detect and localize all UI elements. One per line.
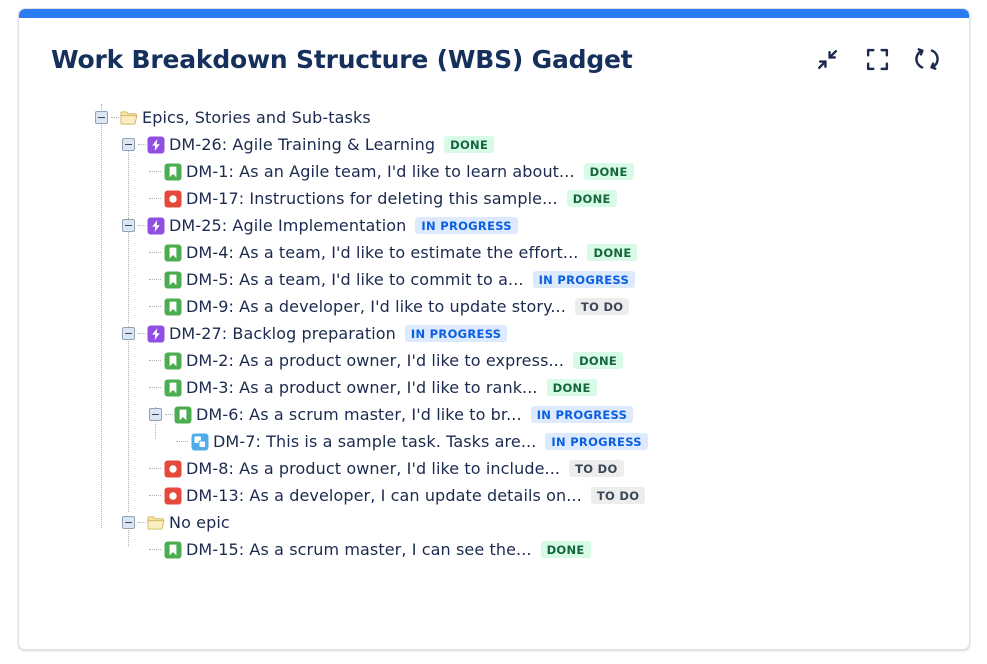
tree-row-label: No epic	[169, 513, 230, 532]
tree-connector	[138, 327, 147, 340]
status-badge: IN PROGRESS	[404, 325, 508, 342]
tree-connector	[149, 273, 163, 286]
tree-row[interactable]: DM-7: This is a sample task. Tasks are..…	[79, 428, 969, 455]
card-header: Work Breakdown Structure (WBS) Gadget	[19, 18, 969, 100]
epic-icon	[147, 136, 165, 154]
tree-row-label: DM-2: As a product owner, I'd like to ex…	[186, 351, 565, 370]
folder-icon	[147, 514, 165, 532]
card-accent-bar	[19, 9, 969, 18]
tree-row-label: DM-8: As a product owner, I'd like to in…	[186, 459, 561, 478]
tree-connector	[149, 165, 163, 178]
bug-icon	[164, 190, 182, 208]
tree-row[interactable]: DM-27: Backlog preparation IN PROGRESS	[79, 320, 969, 347]
story-icon	[164, 379, 182, 397]
tree-row-label: DM-9: As a developer, I'd like to update…	[186, 297, 566, 316]
tree-row[interactable]: DM-25: Agile Implementation IN PROGRESS	[79, 212, 969, 239]
expander-minus-icon[interactable]	[95, 111, 108, 124]
tree-row-label: DM-25: Agile Implementation	[169, 216, 407, 235]
epic-icon	[147, 217, 165, 235]
tree-row[interactable]: No epic	[79, 509, 969, 536]
page-title: Work Breakdown Structure (WBS) Gadget	[51, 44, 633, 74]
tree-connector	[149, 489, 163, 502]
status-badge: IN PROGRESS	[530, 406, 634, 423]
bug-icon	[164, 487, 182, 505]
tree-row[interactable]: DM-2: As a product owner, I'd like to ex…	[79, 347, 969, 374]
story-icon	[174, 406, 192, 424]
header-actions	[813, 45, 941, 73]
status-badge: TO DO	[574, 298, 630, 315]
tree-row[interactable]: DM-26: Agile Training & Learning DONE	[79, 131, 969, 158]
tree-connector	[149, 354, 163, 367]
tree-connector	[138, 516, 147, 529]
status-badge: DONE	[587, 244, 638, 261]
tree-connector	[149, 192, 163, 205]
wbs-gadget-card: Work Breakdown Structure (WBS) Gadget	[18, 8, 970, 650]
tree-row-label: DM-13: As a developer, I can update deta…	[186, 486, 582, 505]
tree-row[interactable]: DM-13: As a developer, I can update deta…	[79, 482, 969, 509]
tree-row[interactable]: DM-5: As a team, I'd like to commit to a…	[79, 266, 969, 293]
tree-row[interactable]: DM-1: As an Agile team, I'd like to lear…	[79, 158, 969, 185]
tree-connector	[138, 138, 147, 151]
tree-row[interactable]: DM-8: As a product owner, I'd like to in…	[79, 455, 969, 482]
tree-row[interactable]: Epics, Stories and Sub-tasks	[79, 104, 969, 131]
story-icon	[164, 298, 182, 316]
tree-row-label: DM-15: As a scrum master, I can see the.…	[186, 540, 532, 559]
status-badge: IN PROGRESS	[532, 271, 636, 288]
tree-connector	[149, 246, 163, 259]
tree-row-label: DM-7: This is a sample task. Tasks are..…	[213, 432, 537, 451]
tree-row-label: Epics, Stories and Sub-tasks	[142, 108, 371, 127]
status-badge: DONE	[546, 379, 597, 396]
tree-row[interactable]: DM-6: As a scrum master, I'd like to br.…	[79, 401, 969, 428]
tree-row-label: DM-17: Instructions for deleting this sa…	[186, 189, 558, 208]
expander-minus-icon[interactable]	[122, 327, 135, 340]
collapse-icon[interactable]	[813, 45, 841, 73]
story-icon	[164, 163, 182, 181]
status-badge: DONE	[583, 163, 634, 180]
expander-minus-icon[interactable]	[122, 219, 135, 232]
expander-minus-icon[interactable]	[122, 516, 135, 529]
status-badge: TO DO	[569, 460, 624, 477]
status-badge: TO DO	[590, 487, 646, 504]
epic-icon	[147, 325, 165, 343]
tree-row-label: DM-6: As a scrum master, I'd like to br.…	[196, 405, 522, 424]
subtask-icon	[191, 433, 209, 451]
tree-row-label: DM-26: Agile Training & Learning	[169, 135, 436, 154]
tree-row-label: DM-5: As a team, I'd like to commit to a…	[186, 270, 524, 289]
status-badge: IN PROGRESS	[545, 433, 648, 450]
fullscreen-icon[interactable]	[863, 45, 891, 73]
tree-connector	[149, 300, 163, 313]
tree-connector	[149, 462, 163, 475]
tree-row-label: DM-27: Backlog preparation	[169, 324, 396, 343]
status-badge: DONE	[573, 352, 624, 369]
expander-minus-icon[interactable]	[149, 408, 162, 421]
story-icon	[164, 271, 182, 289]
story-icon	[164, 244, 182, 262]
tree-row[interactable]: DM-15: As a scrum master, I can see the.…	[79, 536, 969, 563]
status-badge: DONE	[540, 541, 591, 558]
bug-icon	[164, 460, 182, 478]
tree-row[interactable]: DM-3: As a product owner, I'd like to ra…	[79, 374, 969, 401]
status-badge: IN PROGRESS	[415, 217, 518, 234]
tree-row-label: DM-4: As a team, I'd like to estimate th…	[186, 243, 579, 262]
tree-connector	[149, 381, 163, 394]
status-badge: DONE	[444, 136, 495, 153]
tree-row[interactable]: DM-9: As a developer, I'd like to update…	[79, 293, 969, 320]
tree-row-label: DM-3: As a product owner, I'd like to ra…	[186, 378, 538, 397]
refresh-icon[interactable]	[913, 45, 941, 73]
tree-connector	[138, 219, 147, 232]
story-icon	[164, 541, 182, 559]
tree-connector	[176, 435, 190, 448]
tree-connector	[111, 111, 120, 124]
tree-connector	[165, 408, 174, 421]
tree-row[interactable]: DM-4: As a team, I'd like to estimate th…	[79, 239, 969, 266]
story-icon	[164, 352, 182, 370]
expander-minus-icon[interactable]	[122, 138, 135, 151]
status-badge: DONE	[566, 190, 617, 207]
tree-row[interactable]: DM-17: Instructions for deleting this sa…	[79, 185, 969, 212]
tree-connector	[149, 543, 163, 556]
folder-icon	[120, 109, 138, 127]
tree-row-label: DM-1: As an Agile team, I'd like to lear…	[186, 162, 575, 181]
